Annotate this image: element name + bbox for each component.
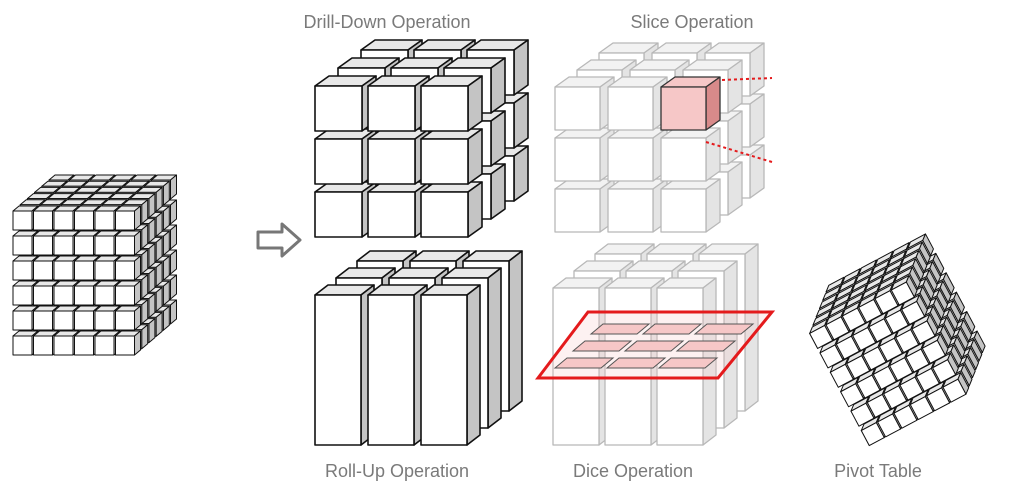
dice-cell [657, 357, 719, 369]
dice-cell [675, 340, 737, 352]
cube-block [607, 178, 668, 233]
right-arrow-icon [256, 222, 302, 258]
drill-down-cube [314, 39, 529, 238]
cube-block [607, 76, 668, 131]
cube-block [115, 280, 141, 306]
cube-block [829, 357, 857, 388]
cube-block [901, 294, 928, 325]
cube-block [932, 352, 959, 384]
slice-label: Slice Operation [630, 12, 753, 32]
cube-block [420, 284, 481, 446]
roll-up-label: Roll-Up Operation [325, 461, 469, 481]
cube-block [314, 128, 377, 185]
cube-block [554, 127, 615, 182]
cube-block [115, 305, 141, 331]
cube-block [660, 178, 721, 233]
cube-block [420, 181, 483, 238]
dice-cell [571, 340, 633, 352]
cube-block [921, 333, 949, 364]
cube-block [367, 181, 430, 238]
cube-block [12, 255, 39, 281]
cube-block [367, 284, 428, 446]
dice-cell [553, 357, 615, 369]
cube-block [314, 181, 377, 238]
dice-cell [641, 323, 703, 335]
highlighted-cell [660, 76, 721, 131]
cube-block [911, 313, 939, 345]
cube-block [367, 75, 430, 132]
cube-block [660, 127, 721, 182]
pivot-table-label: Pivot Table [834, 461, 922, 481]
drill-down-label: Drill-Down Operation [303, 12, 470, 32]
cube-block [314, 284, 375, 446]
pivot-table-cube [809, 233, 986, 447]
cube-block [420, 128, 483, 185]
dice-label: Dice Operation [573, 461, 693, 481]
source-data-cube [12, 174, 177, 356]
cube-block [554, 178, 615, 233]
cube-block [115, 255, 141, 281]
roll-up-cube [314, 250, 523, 446]
cube-block [115, 205, 141, 231]
slice-cube [554, 42, 773, 233]
cube-block [314, 75, 377, 132]
dice-cell [605, 357, 667, 369]
cube-block [115, 230, 141, 256]
dice-cube [534, 243, 776, 446]
cube-block [942, 372, 970, 403]
dice-cell [693, 323, 755, 335]
cube-block [420, 75, 483, 132]
cube-block [115, 330, 141, 356]
cube-block [890, 274, 918, 306]
slice-guide-line [721, 77, 773, 81]
cube-block [554, 76, 615, 131]
dice-cell [589, 323, 651, 335]
dice-cell [623, 340, 685, 352]
cube-block [607, 127, 668, 182]
cube-block [367, 128, 430, 185]
